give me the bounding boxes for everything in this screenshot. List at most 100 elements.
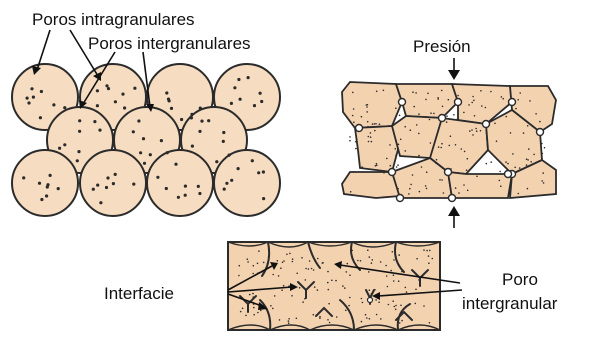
texture-dot xyxy=(527,188,529,190)
texture-dot xyxy=(383,172,385,174)
texture-dot xyxy=(371,141,373,143)
texture-dot xyxy=(355,141,357,143)
texture-dot xyxy=(376,314,378,316)
texture-dot xyxy=(361,116,363,118)
texture-dot xyxy=(327,271,329,273)
texture-dot xyxy=(197,185,200,188)
texture-dot xyxy=(215,160,218,163)
texture-dot xyxy=(376,91,378,93)
label-interfacie: Interfacie xyxy=(104,284,174,304)
texture-dot xyxy=(282,262,284,264)
texture-dot xyxy=(429,250,431,252)
texture-dot xyxy=(237,78,240,81)
texture-dot xyxy=(471,102,473,104)
texture-dot xyxy=(476,130,478,132)
texture-dot xyxy=(247,261,249,263)
texture-dot xyxy=(464,151,466,153)
texture-dot xyxy=(437,98,439,100)
texture-dot xyxy=(468,104,470,106)
texture-dot xyxy=(30,87,33,90)
texture-dot xyxy=(279,319,281,321)
texture-dot xyxy=(190,113,193,116)
texture-dot xyxy=(418,155,420,157)
texture-dot xyxy=(372,123,374,125)
texture-dot xyxy=(63,106,66,109)
texture-dot xyxy=(375,165,377,167)
texture-dot xyxy=(253,307,255,309)
texture-dot xyxy=(281,289,283,291)
texture-dot xyxy=(366,111,368,113)
texture-dot xyxy=(463,184,465,186)
texture-dot xyxy=(441,143,443,145)
texture-dot xyxy=(368,141,370,143)
texture-dot xyxy=(58,147,61,150)
texture-dot xyxy=(180,118,183,121)
texture-dot xyxy=(370,136,372,138)
texture-dot xyxy=(461,148,463,150)
texture-dot xyxy=(441,179,443,181)
texture-dot xyxy=(380,261,382,263)
label-presion: Presión xyxy=(413,37,471,57)
texture-dot xyxy=(355,148,357,150)
texture-dot xyxy=(346,271,348,273)
texture-dot xyxy=(405,150,407,152)
texture-dot xyxy=(369,318,371,320)
texture-dot xyxy=(418,113,420,115)
texture-dot xyxy=(455,187,457,189)
texture-dot xyxy=(393,280,395,282)
texture-dot xyxy=(258,250,260,252)
texture-dot xyxy=(96,184,99,187)
texture-dot xyxy=(485,107,487,109)
texture-dot xyxy=(228,154,231,157)
texture-dot xyxy=(257,171,260,174)
texture-dot xyxy=(301,257,303,259)
texture-dot xyxy=(441,90,443,92)
texture-dot xyxy=(530,161,532,163)
texture-dot xyxy=(133,87,136,90)
texture-dot xyxy=(410,184,412,186)
texture-dot xyxy=(253,265,255,267)
texture-dot xyxy=(375,123,377,125)
texture-dot xyxy=(526,158,528,160)
texture-dot xyxy=(430,142,432,144)
texture-dot xyxy=(260,310,262,312)
texture-dot xyxy=(439,179,441,181)
texture-dot xyxy=(490,161,492,163)
texture-dot xyxy=(432,258,434,260)
texture-dot xyxy=(314,286,316,288)
texture-dot xyxy=(506,116,508,118)
texture-dot xyxy=(198,192,201,195)
texture-dot xyxy=(527,125,529,127)
texture-dot xyxy=(446,121,448,123)
texture-dot xyxy=(490,91,492,93)
texture-dot xyxy=(541,143,543,145)
texture-dot xyxy=(389,144,391,146)
texture-dot xyxy=(395,148,397,150)
texture-dot xyxy=(399,115,401,117)
texture-dot xyxy=(112,182,115,185)
texture-dot xyxy=(410,129,412,131)
texture-dot xyxy=(121,93,124,96)
texture-dot xyxy=(225,182,228,185)
texture-dot xyxy=(366,317,368,319)
texture-dot xyxy=(370,132,372,134)
texture-dot xyxy=(239,265,241,267)
texture-dot xyxy=(177,196,180,199)
texture-dot xyxy=(428,255,430,257)
texture-dot xyxy=(435,162,437,164)
texture-dot xyxy=(496,140,498,142)
compacted-grains xyxy=(342,82,556,202)
texture-dot xyxy=(449,145,451,147)
texture-dot xyxy=(352,92,354,94)
texture-dot xyxy=(222,140,225,143)
texture-dot xyxy=(63,143,66,146)
texture-dot xyxy=(252,296,254,298)
texture-dot xyxy=(328,289,330,291)
texture-dot xyxy=(40,198,43,201)
texture-dot xyxy=(457,118,459,120)
texture-dot xyxy=(272,274,274,276)
texture-dot xyxy=(453,114,455,116)
texture-dot xyxy=(386,275,388,277)
texture-dot xyxy=(372,259,374,261)
texture-dot xyxy=(350,191,352,193)
